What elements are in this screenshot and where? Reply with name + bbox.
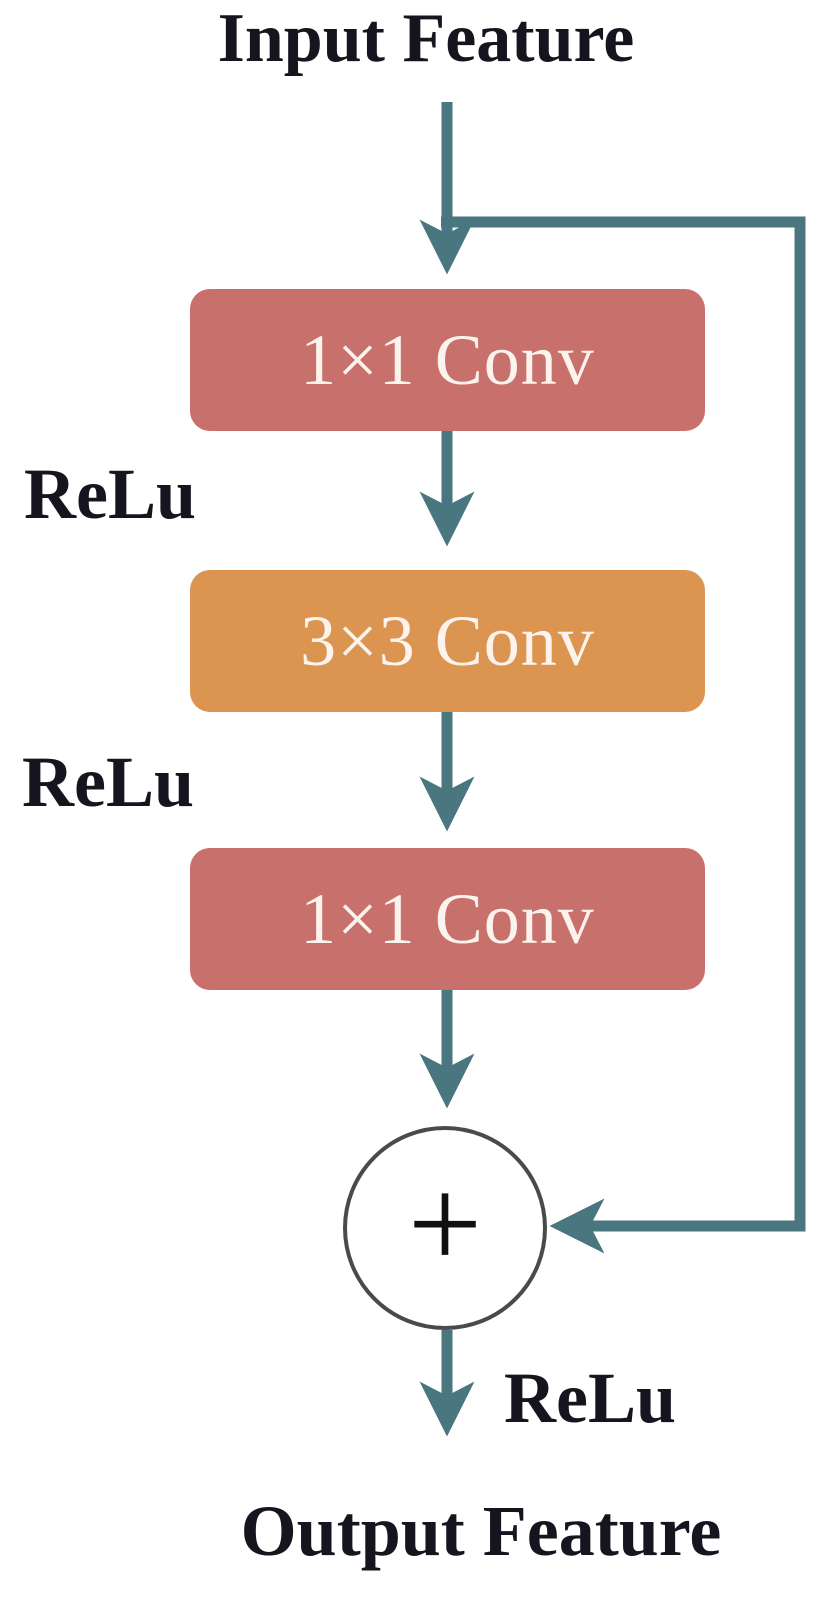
relu-label-1: ReLu [24,454,197,534]
conv-block-1-label: 1×1 Conv [300,320,595,400]
relu-label-2: ReLu [22,742,195,822]
skip-connection-line [441,216,806,1254]
conv-block-1x1-bottom: 1×1 Conv [190,848,705,990]
plus-icon: + [407,1150,483,1297]
conv-block-3-label: 1×1 Conv [300,879,595,959]
input-feature-label: Input Feature [217,0,635,77]
summation-node: + [343,1126,547,1330]
conv-block-2-label: 3×3 Conv [300,601,595,681]
conv-block-1x1-top: 1×1 Conv [190,289,705,431]
conv-block-3x3-middle: 3×3 Conv [190,570,705,712]
relu-label-3: ReLu [504,1358,677,1438]
output-feature-label: Output Feature [240,1491,722,1571]
